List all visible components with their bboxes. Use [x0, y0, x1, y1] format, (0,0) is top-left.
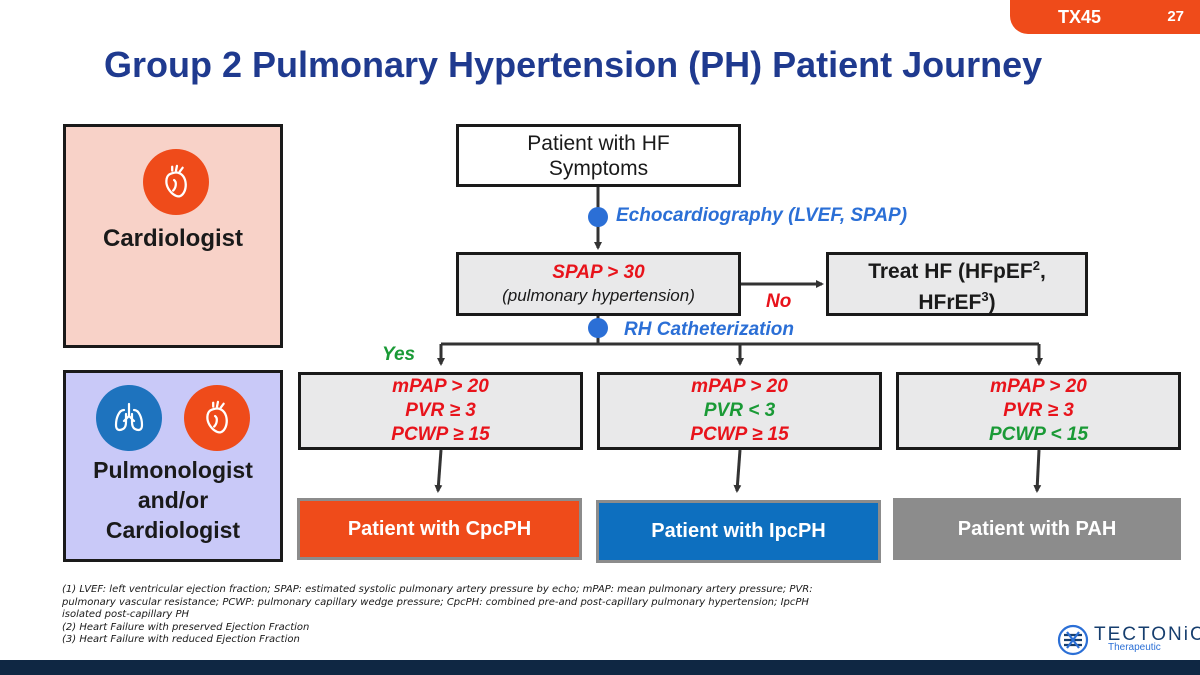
criteria-mpap: mPAP > 20: [392, 376, 489, 397]
treat-comma: ,: [1039, 260, 1046, 283]
pulmonologist-line-3: Cardiologist: [105, 517, 241, 543]
rh-catheterization-label: RH Catheterization: [624, 319, 794, 340]
footnote-line: isolated post-capillary PH: [62, 609, 190, 621]
footnote-line: pulmonary vascular resistance; PCWP: pul…: [62, 596, 809, 608]
criteria-pvr: PVR ≥ 3: [405, 400, 476, 421]
criteria-box-ipcph: mPAP > 20 PVR < 3 PCWP ≥ 15: [597, 372, 882, 450]
page-number: 27: [1167, 8, 1184, 25]
outcome-pah: Patient with PAH: [893, 498, 1181, 560]
cardiologist-panel: Cardiologist: [63, 124, 283, 348]
criteria-pvr: PVR ≥ 3: [1003, 400, 1074, 421]
treat-hf-node: Treat HF (HFpEF2, HFrEF3): [826, 252, 1088, 316]
footnote-line: (1) LVEF: left ventricular ejection frac…: [62, 584, 813, 595]
logo-mark-icon: [1057, 624, 1089, 656]
bottom-bar: [0, 660, 1200, 675]
pulmonologist-label: Pulmonologist and/or Cardiologist: [66, 455, 280, 545]
treat-close: ): [988, 291, 996, 314]
footnote-line: (3) Heart Failure with reduced Ejection …: [62, 634, 300, 646]
deck-code: TX45: [1058, 7, 1102, 27]
start-line-2: Symptoms: [548, 156, 649, 180]
outcome-ipcph: Patient with IpcPH: [596, 500, 881, 563]
pulmonologist-line-1: Pulmonologist: [93, 457, 253, 483]
arrow-crit-1: [434, 449, 443, 493]
criteria-box-pah: mPAP > 20 PVR ≥ 3 PCWP < 15: [896, 372, 1181, 450]
criteria-pvr: PVR < 3: [703, 400, 776, 421]
treat-sup-2: 3: [981, 289, 989, 304]
cardiologist-label: Cardiologist: [102, 225, 243, 252]
start-line-1: Patient with HF: [527, 131, 670, 155]
yes-label: Yes: [382, 344, 416, 365]
pulmonologist-panel: Pulmonologist and/or Cardiologist: [63, 370, 283, 562]
criteria-mpap: mPAP > 20: [990, 376, 1087, 397]
outcome-cpcph: Patient with CpcPH: [297, 498, 582, 560]
no-label: No: [766, 291, 792, 312]
step-dot-echo: [588, 207, 608, 227]
logo-name: TECTONiC: [1094, 624, 1200, 645]
page-title: Group 2 Pulmonary Hypertension (PH) Pati…: [104, 44, 1043, 85]
tectonic-logo: TECTONiC Therapeutic: [1056, 623, 1200, 659]
arrow-crit-3: [1033, 449, 1042, 493]
decision-criterion: SPAP > 30: [552, 262, 645, 283]
step-dot-rhc: [588, 318, 608, 338]
echocardiography-label: Echocardiography (LVEF, SPAP): [616, 205, 908, 226]
arrow-crit-2: [733, 449, 742, 493]
deck-tag: TX45 27: [1010, 0, 1200, 34]
decision-note: (pulmonary hypertension): [502, 286, 695, 305]
treat-text: Treat HF (HFpEF: [868, 260, 1033, 283]
treat-sup-1: 2: [1032, 258, 1040, 273]
criteria-mpap: mPAP > 20: [691, 376, 788, 397]
footnotes: (1) LVEF: left ventricular ejection frac…: [62, 584, 822, 647]
heart-icon: [143, 149, 209, 215]
criteria-box-cpcph: mPAP > 20 PVR ≥ 3 PCWP ≥ 15: [298, 372, 583, 450]
lungs-icon: [96, 385, 162, 451]
footnote-line: (2) Heart Failure with preserved Ejectio…: [62, 621, 310, 633]
decision-node: SPAP > 30 (pulmonary hypertension): [456, 252, 741, 316]
criteria-pcwp: PCWP ≥ 15: [690, 424, 789, 445]
heart-icon: [184, 385, 250, 451]
criteria-pcwp: PCWP < 15: [988, 424, 1089, 445]
criteria-pcwp: PCWP ≥ 15: [391, 424, 490, 445]
logo-subtitle: Therapeutic: [1108, 642, 1161, 653]
pulmonologist-line-2: and/or: [137, 487, 209, 513]
treat-line-2: HFrEF: [918, 291, 982, 314]
start-node: Patient with HF Symptoms: [456, 124, 741, 187]
